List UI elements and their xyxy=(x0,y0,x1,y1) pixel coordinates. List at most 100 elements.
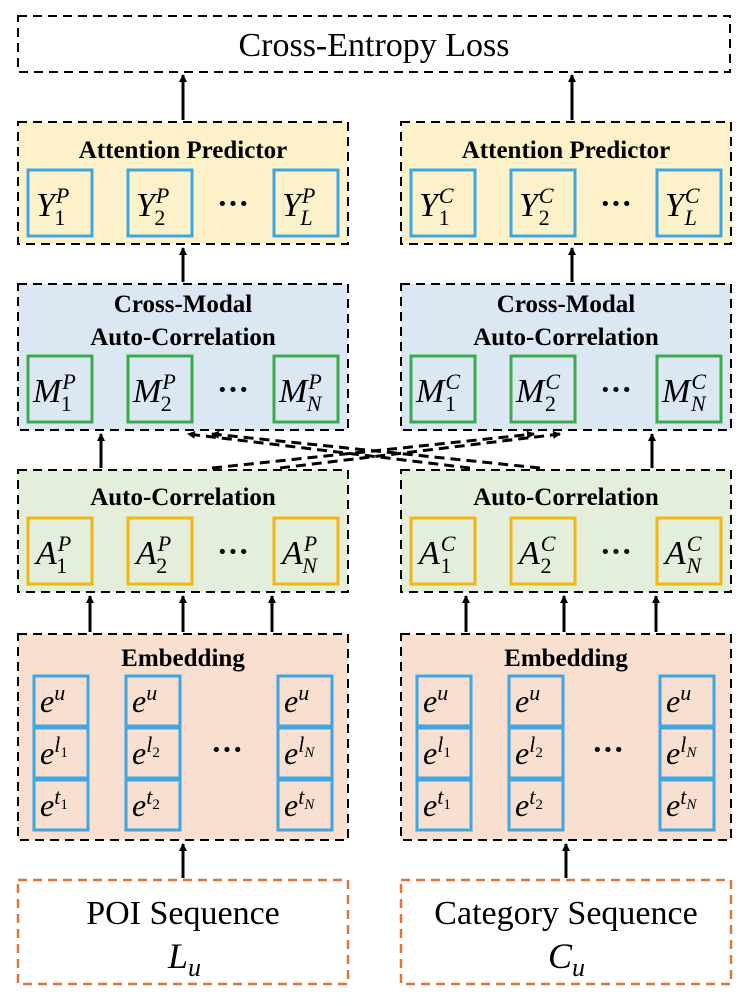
right-input-title: Category Sequence xyxy=(434,895,697,932)
right-attention-title: Attention Predictor xyxy=(462,137,671,164)
left-embedding-block: Embedding eu el1 et1 eu el2 et2 eu elN etN ··· xyxy=(17,633,349,841)
svg-text:YP2: YP2 xyxy=(136,183,169,230)
svg-text:APN: APN xyxy=(280,531,318,578)
right-input-variable: Cu xyxy=(548,936,585,982)
right-embedding-cell-2-2: el2 xyxy=(507,726,565,780)
right-autocorr-ellipsis: ··· xyxy=(600,533,632,569)
right-input-box: Category Sequence Cu xyxy=(399,878,733,986)
svg-text:YC2: YC2 xyxy=(519,183,554,230)
left-embedding-cell-2-1: eu xyxy=(124,674,182,728)
left-embedding-cell-1-3: et1 xyxy=(32,778,90,832)
left-autocorr-ellipsis: ··· xyxy=(217,533,249,569)
right-crossmodal-ellipsis: ··· xyxy=(600,371,632,407)
left-embedding-cell-1-1: eu xyxy=(32,674,90,728)
left-input-box: POI Sequence Lu xyxy=(16,878,350,986)
left-crossmodal-ellipsis: ··· xyxy=(217,371,249,407)
right-crossmodal-title-1: Cross-Modal xyxy=(497,291,635,318)
svg-text:eu: eu xyxy=(40,680,65,719)
svg-text:elN: elN xyxy=(284,732,315,771)
svg-text:MC1: MC1 xyxy=(415,369,460,416)
right-embedding-cell-3-1: eu xyxy=(658,674,716,728)
svg-text:elN: elN xyxy=(666,732,697,771)
svg-text:el2: el2 xyxy=(132,732,160,771)
svg-text:eu: eu xyxy=(284,680,309,719)
svg-text:MCN: MCN xyxy=(661,369,707,416)
left-attention-title: Attention Predictor xyxy=(79,137,288,164)
svg-text:AC2: AC2 xyxy=(517,531,556,578)
right-embedding-cell-1-3: et1 xyxy=(415,778,473,832)
svg-text:YC1: YC1 xyxy=(419,183,454,230)
svg-text:MPN: MPN xyxy=(278,369,323,416)
left-embedding-cell-3-1: eu xyxy=(276,674,334,728)
left-embedding-cell-3-3: etN xyxy=(276,778,334,832)
arrow-right-autocorr-to-left-crossmodal xyxy=(211,430,541,470)
svg-text:AP2: AP2 xyxy=(134,531,171,578)
svg-text:etN: etN xyxy=(284,784,315,823)
svg-text:et1: et1 xyxy=(423,784,451,823)
svg-text:YCL: YCL xyxy=(665,183,700,230)
left-embedding-cell-3-2: elN xyxy=(276,726,334,780)
svg-text:MC2: MC2 xyxy=(515,369,560,416)
right-embedding-cell-2-3: et2 xyxy=(507,778,565,832)
svg-text:etN: etN xyxy=(666,784,697,823)
loss-title: Cross-Entropy Loss xyxy=(238,27,509,64)
svg-text:MP2: MP2 xyxy=(132,369,176,416)
left-embedding-ellipsis: ··· xyxy=(211,731,243,767)
svg-text:el1: el1 xyxy=(40,732,68,771)
right-embedding-ellipsis: ··· xyxy=(592,731,624,767)
left-embedding-title: Embedding xyxy=(121,645,245,672)
svg-text:AC1: AC1 xyxy=(417,531,456,578)
svg-text:eu: eu xyxy=(132,680,157,719)
svg-text:YP1: YP1 xyxy=(36,183,69,230)
svg-text:el1: el1 xyxy=(423,732,451,771)
right-embedding-cell-2-1: eu xyxy=(507,674,565,728)
left-crossmodal-title-2: Auto-Correlation xyxy=(90,324,276,351)
right-crossmodal-title-2: Auto-Correlation xyxy=(473,324,659,351)
svg-text:YPL: YPL xyxy=(282,183,315,230)
left-input-title: POI Sequence xyxy=(86,895,280,932)
left-embedding-columns: eu el1 et1 eu el2 et2 eu elN etN xyxy=(32,674,334,832)
right-embedding-cell-3-2: elN xyxy=(658,726,716,780)
cross-modal-links xyxy=(187,430,561,470)
right-autocorr-title: Auto-Correlation xyxy=(473,484,659,511)
right-embedding-columns: eu el1 et1 eu el2 et2 eu elN etN xyxy=(415,674,716,832)
right-embedding-cell-1-2: el1 xyxy=(415,726,473,780)
left-input-variable: Lu xyxy=(167,936,201,982)
left-embedding-cell-2-2: el2 xyxy=(124,726,182,780)
left-autocorr-title: Auto-Correlation xyxy=(90,484,276,511)
svg-text:et2: et2 xyxy=(515,784,543,823)
svg-text:MP1: MP1 xyxy=(32,369,76,416)
left-embedding-cell-2-3: et2 xyxy=(124,778,182,832)
left-embedding-cell-1-2: el1 xyxy=(32,726,90,780)
svg-text:AP1: AP1 xyxy=(34,531,71,578)
svg-text:eu: eu xyxy=(666,680,691,719)
svg-text:et2: et2 xyxy=(132,784,160,823)
svg-text:el2: el2 xyxy=(515,732,543,771)
left-crossmodal-title-1: Cross-Modal xyxy=(114,291,252,318)
right-embedding-cell-1-1: eu xyxy=(415,674,473,728)
svg-text:ACN: ACN xyxy=(663,531,702,578)
svg-text:eu: eu xyxy=(515,680,540,719)
